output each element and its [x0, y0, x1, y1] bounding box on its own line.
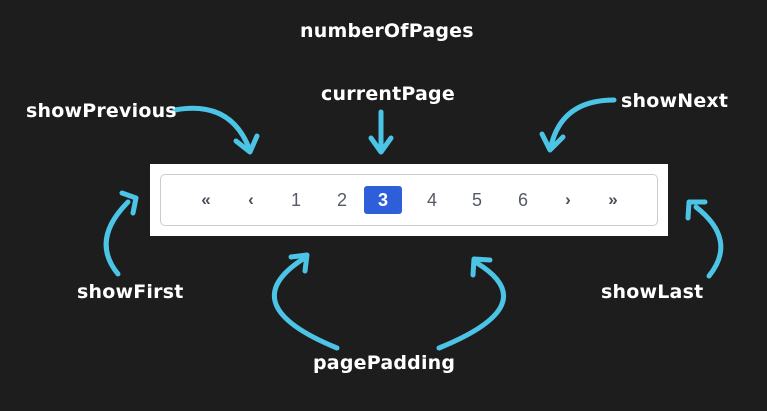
current-page-arrowhead	[368, 135, 394, 155]
show-first-arrowhead	[119, 190, 139, 216]
show-first-arrow	[103, 199, 131, 277]
show-previous-arrowhead	[233, 133, 260, 155]
label-show-previous: showPrevious	[26, 100, 177, 122]
show-last-arrowhead	[685, 199, 708, 221]
page-button-4[interactable]: 4	[426, 190, 437, 210]
label-page-padding: pagePadding	[313, 352, 456, 374]
show-previous-arrow	[172, 105, 252, 151]
previous-page-button[interactable]: ‹	[248, 190, 254, 209]
last-page-button[interactable]: »	[608, 190, 618, 209]
pagination-component: « ‹ 1 2 3 4 5 6 › »	[150, 164, 668, 236]
show-last-arrow	[693, 204, 724, 279]
label-show-first: showFirst	[77, 281, 184, 303]
label-show-next: showNext	[621, 90, 729, 112]
page-button-5[interactable]: 5	[471, 190, 482, 210]
page-button-2[interactable]: 2	[336, 190, 347, 210]
page-padding-left-arrow	[271, 256, 340, 351]
show-next-arrow	[548, 97, 617, 149]
label-show-last: showLast	[601, 281, 704, 303]
page-button-6[interactable]: 6	[517, 190, 528, 210]
label-number-of-pages: numberOfPages	[300, 20, 474, 42]
page-padding-right-arrowhead	[470, 256, 493, 278]
next-page-button[interactable]: ›	[565, 190, 571, 209]
page-button-1[interactable]: 1	[290, 190, 301, 210]
page-padding-right-arrow	[436, 260, 507, 351]
pagination-bar: « ‹ 1 2 3 4 5 6 › »	[160, 174, 658, 226]
page-button-3-current[interactable]: 3	[364, 186, 402, 214]
label-current-page: currentPage	[321, 83, 455, 105]
page-padding-left-arrowhead	[288, 252, 310, 274]
show-next-arrowhead	[539, 131, 566, 153]
first-page-button[interactable]: «	[201, 190, 211, 209]
